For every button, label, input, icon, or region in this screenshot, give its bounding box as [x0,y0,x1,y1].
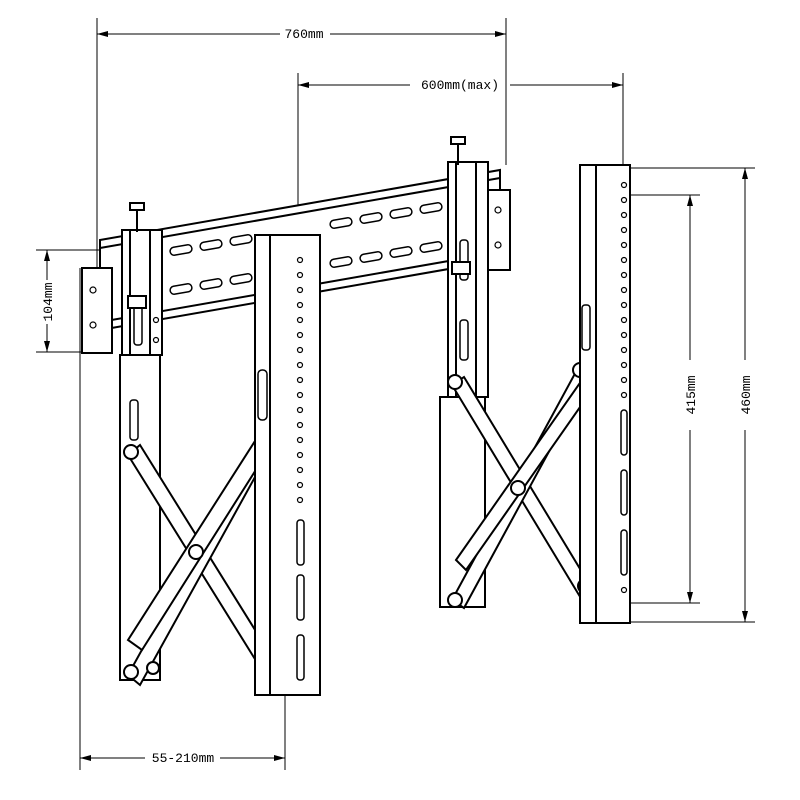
dimension-415: 415mm [628,194,700,604]
pivot-screw-icon [146,661,160,675]
pivot-screw-icon [123,444,139,460]
dimension-104: 104mm [36,249,100,353]
dim-600-label: 600mm(max) [421,78,499,93]
dimension-460: 460mm [628,167,755,623]
pivot-screw-icon [188,544,204,560]
right-front-bar [579,164,631,624]
dim-415-label: 415mm [684,375,699,414]
pivot-screw-icon [510,480,526,496]
rail-endcap-right [487,189,511,271]
dim-55-210-label: 55-210mm [152,751,215,766]
dim-104-label: 104mm [41,282,56,321]
dim-760-label: 760mm [284,27,323,42]
left-front-bar-holes [296,256,304,504]
dimension-760: 760mm [96,18,507,272]
dimension-55-210: 55-210mm [79,268,286,770]
pivot-screw-icon [447,374,463,390]
rail-endcap-left [81,267,113,354]
left-front-bar [254,234,321,696]
dim-460-label: 460mm [739,375,754,414]
right-front-bar-holes [620,181,628,594]
left-bracket [119,202,321,696]
pivot-screw-icon [123,664,139,680]
right-middle-bracket [439,136,596,610]
rail-slots-top [169,202,443,256]
right-adjust-screw [450,136,471,275]
rail-slots-bottom [169,241,443,295]
left-adjust-screw [127,202,147,309]
pivot-screw-icon [447,592,463,608]
